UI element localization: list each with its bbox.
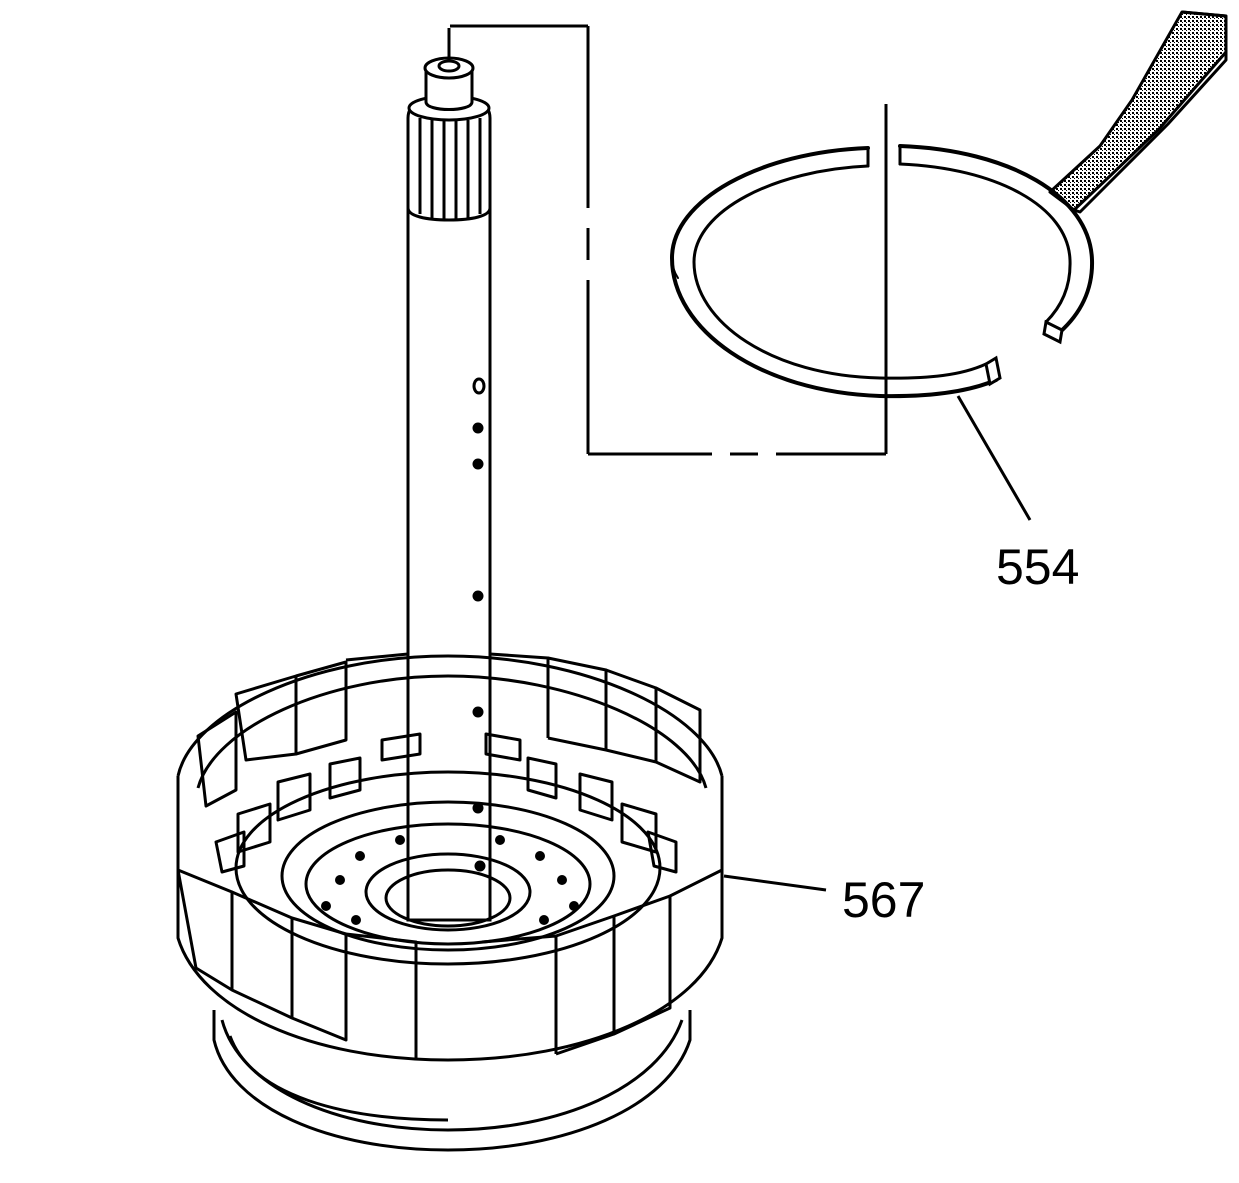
leader-567 [723,874,827,892]
snap-ring-pliers [1048,10,1228,214]
alignment-centerline [450,24,888,456]
callout-567: 567 [842,872,926,928]
input-shaft [406,28,492,922]
leader-lines [723,395,1032,892]
leader-554 [956,395,1032,521]
snap-ring-554 [669,144,1095,399]
clutch-housing-567 [176,652,724,1152]
callout-554: 554 [996,539,1080,595]
centerline-gaps [582,208,776,460]
